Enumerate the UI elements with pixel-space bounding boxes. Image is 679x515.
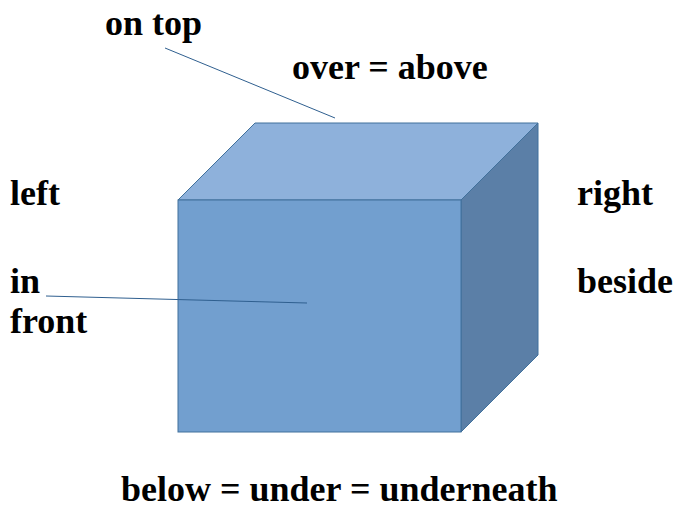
cube-side-face (461, 123, 538, 432)
position-label: on top (105, 4, 202, 44)
cube-front-face (178, 200, 461, 432)
position-label: over = above (292, 48, 488, 88)
position-label: right (577, 174, 653, 214)
position-label: beside (577, 262, 673, 302)
position-label: left (10, 174, 60, 214)
position-label: in front (10, 262, 87, 341)
position-label: below = under = underneath (121, 470, 557, 510)
